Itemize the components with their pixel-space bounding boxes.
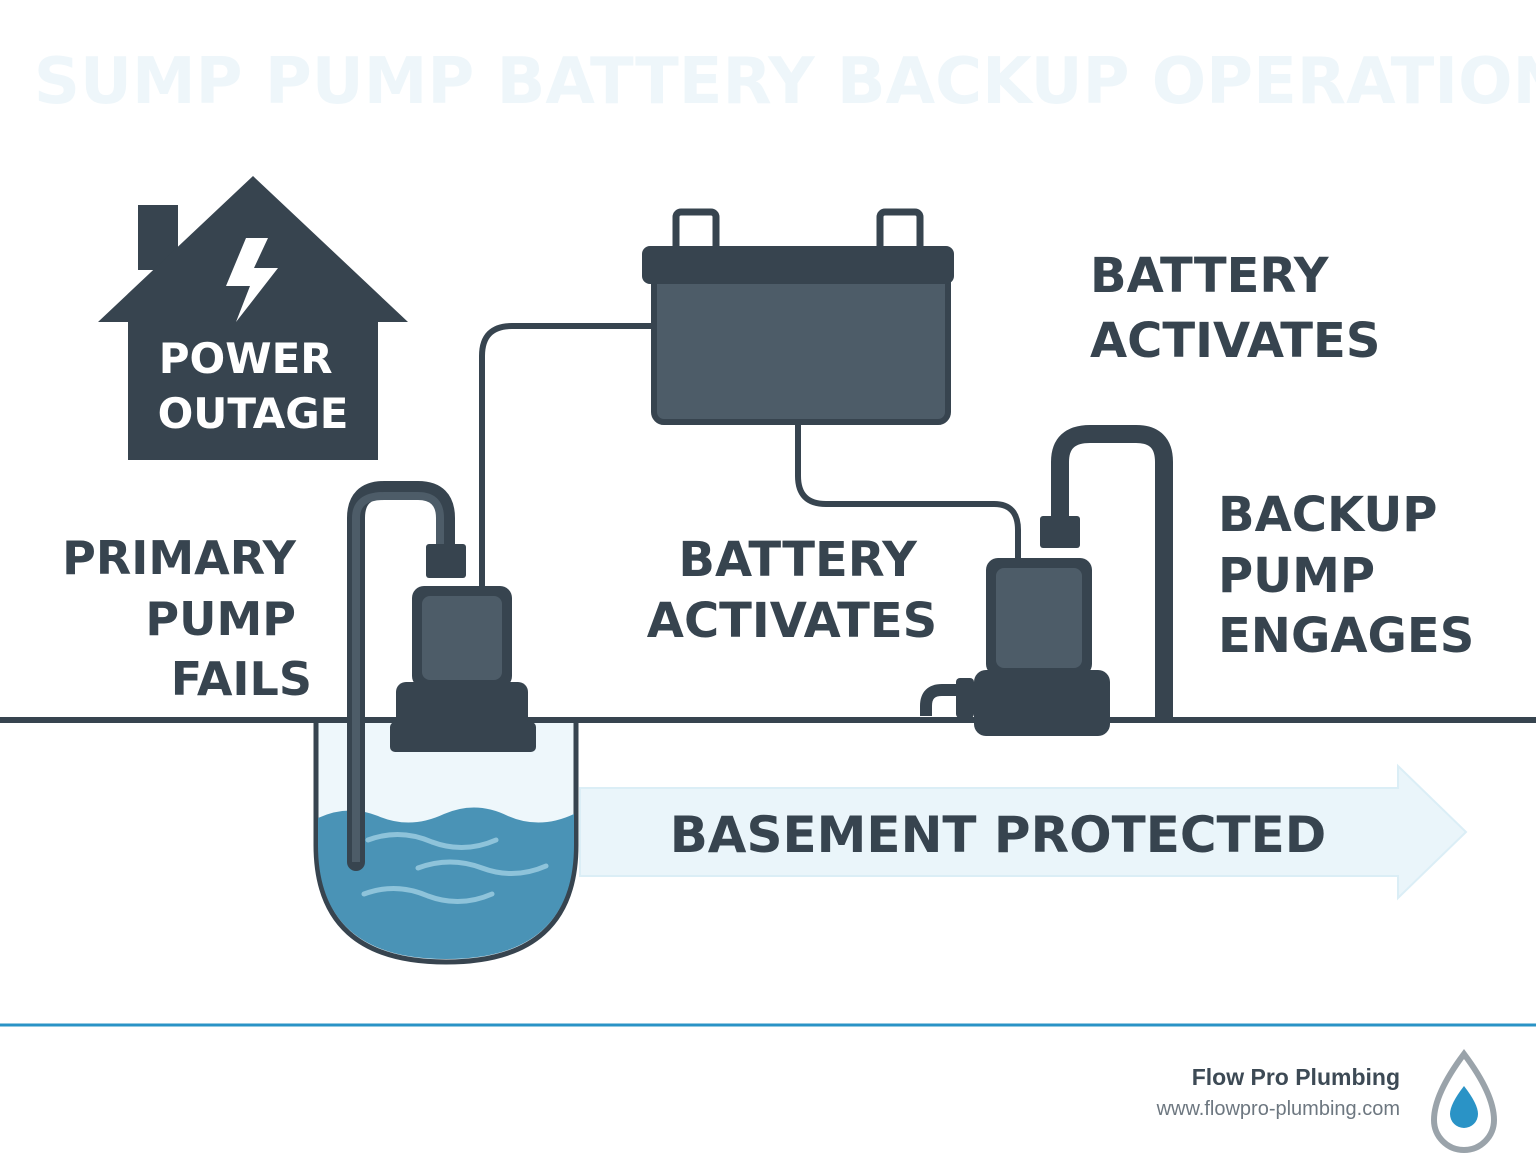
diagram-title: SUMP PUMP BATTERY BACKUP OPERATION <box>34 45 1536 119</box>
footer-brand: Flow Pro Plumbing www.flowpro-plumbing.c… <box>1157 1062 1400 1126</box>
battery-icon <box>642 208 954 425</box>
lightning-bolt-icon <box>226 238 278 322</box>
wire-primary-to-battery <box>479 323 656 590</box>
battery-activates-top-label: BATTERY ACTIVATES <box>1090 248 1380 369</box>
wire-battery-to-backup <box>795 422 1021 560</box>
battery-activates-mid-label: BATTERY ACTIVATES <box>647 532 937 649</box>
primary-pump-fails-label: PRIMARY PUMP FAILS <box>62 531 312 706</box>
backup-pump-engages-label: BACKUP PUMP ENGAGES <box>1218 487 1474 664</box>
basement-protected-arrow: BASEMENT PROTECTED <box>579 763 1468 901</box>
sump-pit <box>313 717 579 965</box>
water-drop-icon <box>1430 1048 1498 1153</box>
company-name: Flow Pro Plumbing <box>1191 1064 1400 1090</box>
power-outage-label: POWER OUTAGE <box>158 334 349 438</box>
basement-protected-label: BASEMENT PROTECTED <box>670 806 1327 864</box>
company-url[interactable]: www.flowpro-plumbing.com <box>1156 1098 1400 1120</box>
primary-pump <box>347 481 536 871</box>
pit-water <box>318 807 574 959</box>
backup-pump <box>920 425 1173 736</box>
house-icon: POWER OUTAGE <box>98 176 408 460</box>
